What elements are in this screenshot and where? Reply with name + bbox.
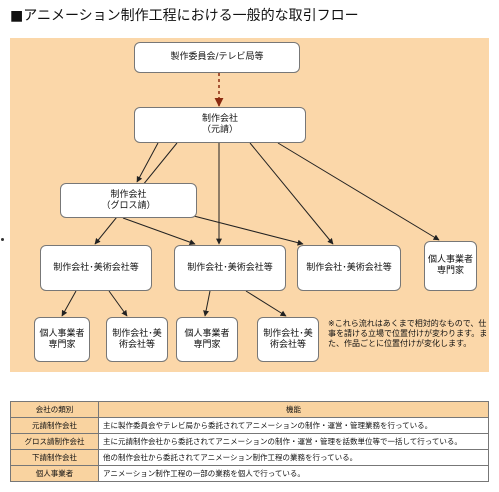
node-indiv-b-line1: 個人事業者 <box>184 328 230 339</box>
node-gross-line1: 制作会社 <box>110 189 147 200</box>
node-art-a-line2: 術会社等 <box>118 339 155 350</box>
table-row: 下請制作会社 他の制作会社から委託されてアニメーション制作工程の業務を行っている… <box>10 449 489 466</box>
node-art-company-b: 制作会社･美 術会社等 <box>257 317 319 362</box>
row-function: 主に元請制作会社から委託されてアニメーションの制作・運営・管理を話数単位等で一括… <box>98 433 489 450</box>
node-indiv-b-line2: 専門家 <box>193 339 221 350</box>
node-art-b-line2: 術会社等 <box>269 339 306 350</box>
node-gross-line2: （グロス請） <box>101 200 156 211</box>
node-prime-contractor: 制作会社 （元請） <box>134 107 306 143</box>
node-sub-b-label: 制作会社･美術会社等 <box>187 262 273 273</box>
row-function: 主に製作委員会やテレビ局から委託されてアニメーションの制作・運営・管理業務を行っ… <box>98 417 489 434</box>
row-category: 元請制作会社 <box>10 417 99 434</box>
node-prime-line1: 制作会社 <box>201 114 238 124</box>
node-indiv-top-line1: 個人事業者 <box>427 255 473 265</box>
node-art-b-line1: 制作会社･美 <box>263 328 313 339</box>
node-subcontractor-b: 制作会社･美術会社等 <box>174 245 286 291</box>
node-sub-a-label: 制作会社･美術会社等 <box>53 262 139 273</box>
row-function: 他の制作会社から委託されてアニメーション制作工程の業務を行っている。 <box>98 449 489 466</box>
node-prime-line2: （元請） <box>201 125 238 135</box>
node-gross-contractor: 制作会社 （グロス請） <box>60 183 197 218</box>
node-indiv-top-line2: 専門家 <box>436 266 464 276</box>
node-committee-label: 製作委員会/テレビ局等 <box>170 52 264 62</box>
table-row: グロス請制作会社 主に元請制作会社から委託されてアニメーションの制作・運営・管理… <box>10 433 489 450</box>
node-individual-b: 個人事業者 専門家 <box>176 317 238 362</box>
header-function: 機能 <box>98 401 489 418</box>
node-committee: 製作委員会/テレビ局等 <box>134 42 300 73</box>
node-art-company-a: 制作会社･美 術会社等 <box>106 317 168 362</box>
header-category: 会社の類別 <box>10 401 99 418</box>
node-subcontractor-c: 制作会社･美術会社等 <box>297 245 401 291</box>
row-category: グロス請制作会社 <box>10 433 99 450</box>
node-sub-c-label: 制作会社･美術会社等 <box>306 262 392 273</box>
relativity-note: ※これら流れはあくまで相対的なもので、仕事を請ける立場で位置付けが変わります。ま… <box>328 319 488 348</box>
row-category: 個人事業者 <box>10 465 99 482</box>
company-role-table: 会社の類別 機能 元請制作会社 主に製作委員会やテレビ局から委託されてアニメーシ… <box>10 401 489 482</box>
node-art-a-line1: 制作会社･美 <box>112 328 162 339</box>
table-row: 元請制作会社 主に製作委員会やテレビ局から委託されてアニメーションの制作・運営・… <box>10 417 489 434</box>
row-function: アニメーション制作工程の一部の業務を個人で行っている。 <box>98 465 489 482</box>
node-subcontractor-a: 制作会社･美術会社等 <box>40 245 152 291</box>
node-indiv-a-line1: 個人事業者 <box>39 328 85 339</box>
table-row: 個人事業者 アニメーション制作工程の一部の業務を個人で行っている。 <box>10 465 489 482</box>
bullet-dot <box>1 238 4 241</box>
node-indiv-a-line2: 専門家 <box>48 339 76 350</box>
row-category: 下請制作会社 <box>10 449 99 466</box>
diagram-title: ■アニメーション制作工程における一般的な取引フロー <box>10 8 359 24</box>
node-individual-a: 個人事業者 専門家 <box>34 317 90 362</box>
table-header-row: 会社の類別 機能 <box>10 401 489 418</box>
node-individual-top: 個人事業者 専門家 <box>424 241 477 291</box>
